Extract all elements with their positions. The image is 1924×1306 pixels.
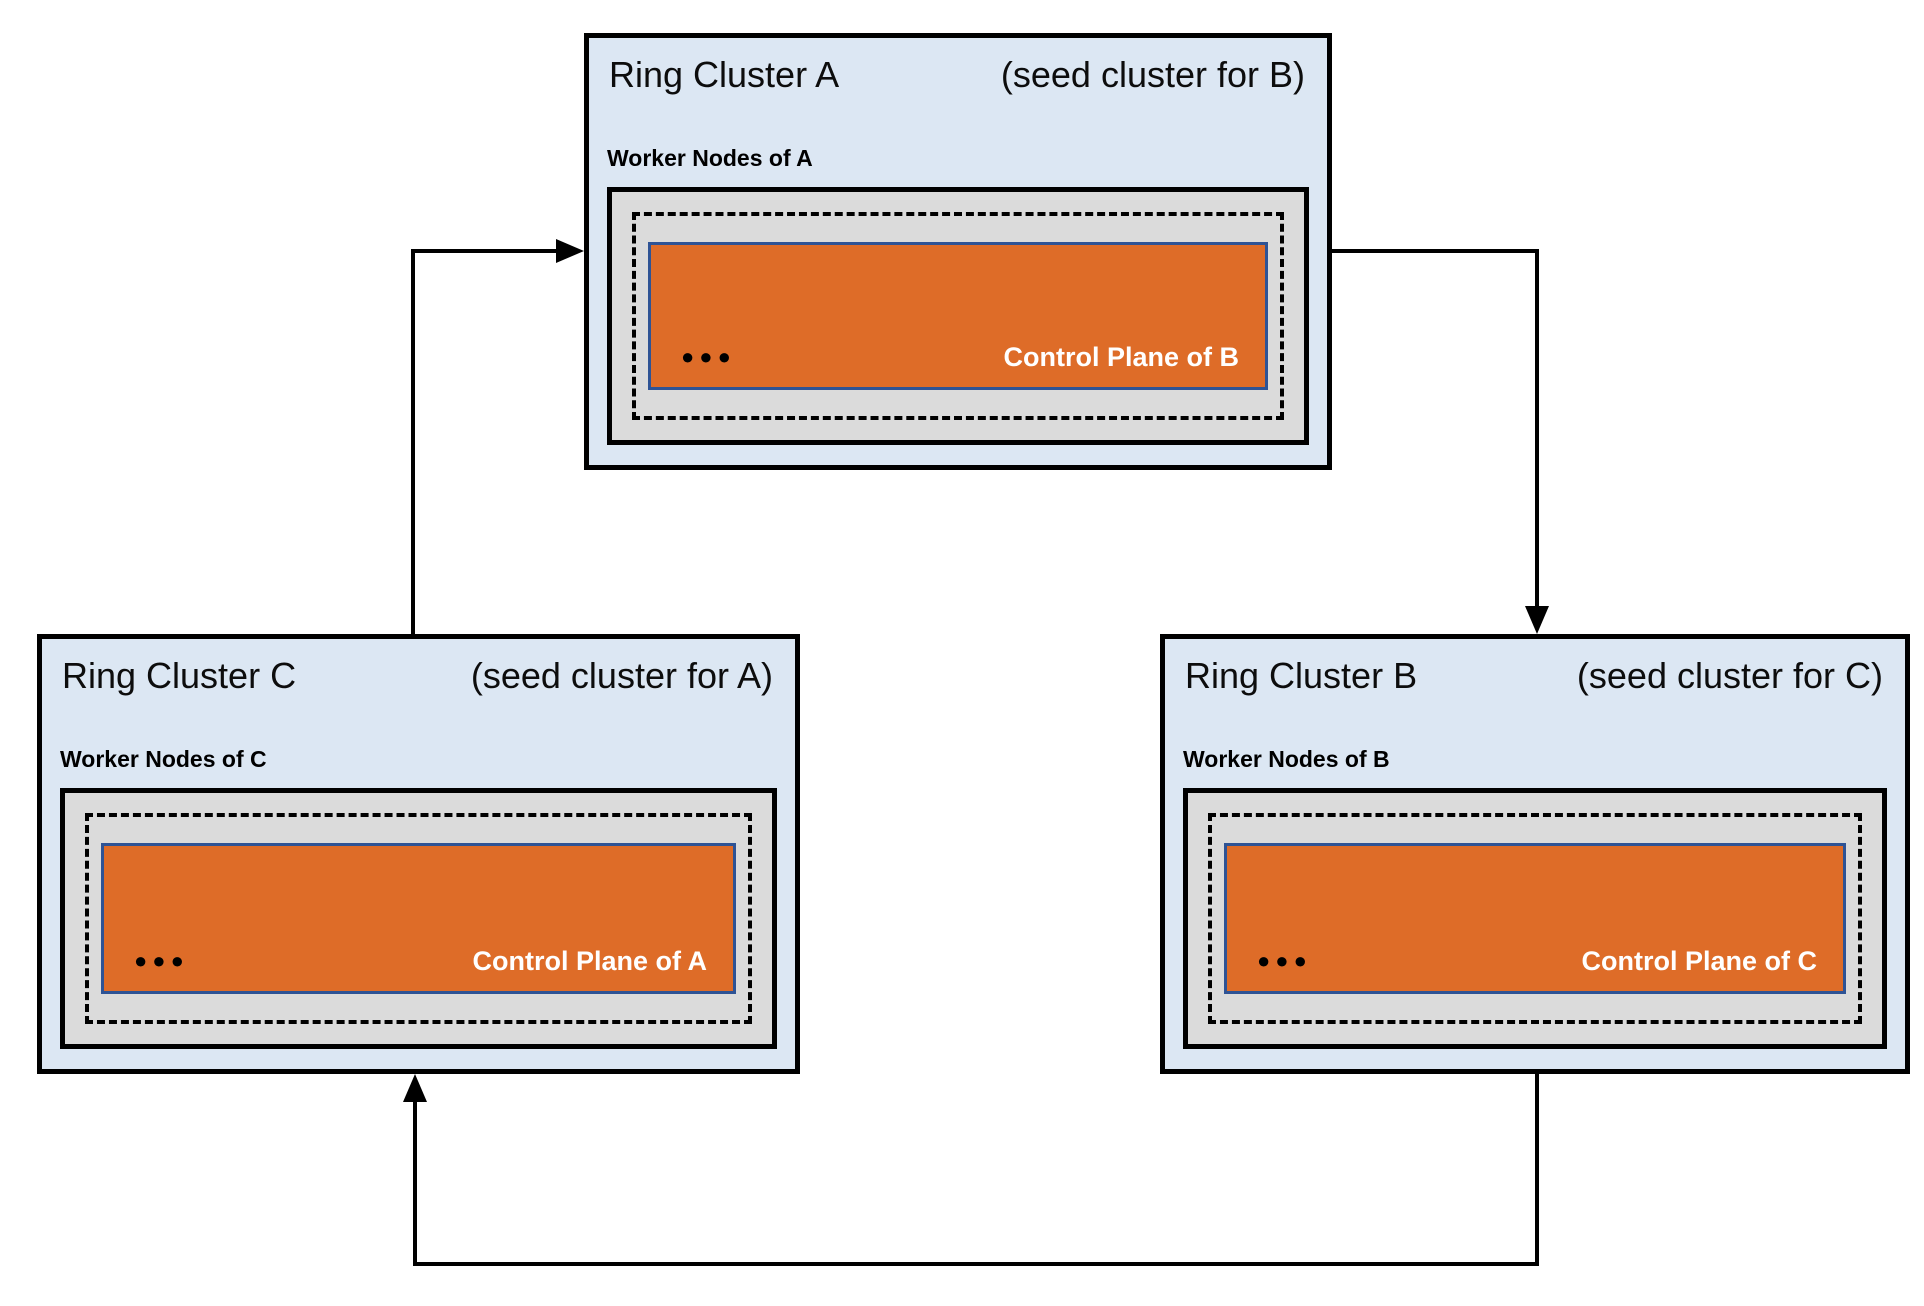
- ellipsis-dots-icon: ●●●: [681, 344, 736, 370]
- cluster-b-control-plane-box: ●●● Control Plane of C: [1224, 842, 1846, 994]
- cluster-c-name: Ring Cluster C: [62, 655, 297, 696]
- cluster-c-worker-nodes-box: ●●● Control Plane of A: [60, 787, 777, 1049]
- cluster-c-control-plane-label: Control Plane of A: [472, 945, 708, 976]
- cluster-b-dashed-boundary: ●●● Control Plane of C: [1208, 812, 1862, 1024]
- cluster-c-title: Ring Cluster C (seed cluster for A): [60, 653, 777, 698]
- cluster-a-control-plane-box: ●●● Control Plane of B: [648, 241, 1268, 390]
- cluster-b: Ring Cluster B (seed cluster for C) Work…: [1160, 634, 1910, 1074]
- connector-a-to-b: [1332, 249, 1549, 634]
- cluster-c-seed-note: (seed cluster for A): [470, 655, 773, 696]
- connector-c-to-a: [411, 239, 584, 634]
- cluster-b-worker-nodes-box: ●●● Control Plane of C: [1183, 787, 1887, 1049]
- cluster-a-dashed-boundary: ●●● Control Plane of B: [632, 211, 1284, 420]
- connector-b-to-c: [403, 1074, 1539, 1266]
- cluster-b-worker-nodes-label: Worker Nodes of B: [1183, 746, 1390, 772]
- cluster-a-worker-nodes-label: Worker Nodes of A: [607, 145, 813, 171]
- cluster-c: Ring Cluster C (seed cluster for A) Work…: [37, 634, 800, 1074]
- cluster-a-worker-nodes-box: ●●● Control Plane of B: [607, 186, 1309, 445]
- ellipsis-dots-icon: ●●●: [134, 948, 189, 974]
- cluster-c-worker-nodes-label: Worker Nodes of C: [60, 746, 267, 772]
- cluster-a: Ring Cluster A (seed cluster for B) Work…: [584, 33, 1332, 470]
- cluster-a-title: Ring Cluster A (seed cluster for B): [607, 52, 1309, 97]
- cluster-c-control-plane-box: ●●● Control Plane of A: [101, 842, 736, 994]
- cluster-a-control-plane-label: Control Plane of B: [1003, 341, 1240, 372]
- cluster-a-seed-note: (seed cluster for B): [1000, 54, 1305, 95]
- ellipsis-dots-icon: ●●●: [1257, 948, 1312, 974]
- cluster-b-control-plane-label: Control Plane of C: [1581, 945, 1818, 976]
- cluster-a-name: Ring Cluster A: [609, 54, 840, 95]
- cluster-b-title: Ring Cluster B (seed cluster for C): [1183, 653, 1887, 698]
- cluster-b-name: Ring Cluster B: [1185, 655, 1418, 696]
- cluster-c-dashed-boundary: ●●● Control Plane of A: [85, 812, 752, 1024]
- cluster-b-seed-note: (seed cluster for C): [1576, 655, 1883, 696]
